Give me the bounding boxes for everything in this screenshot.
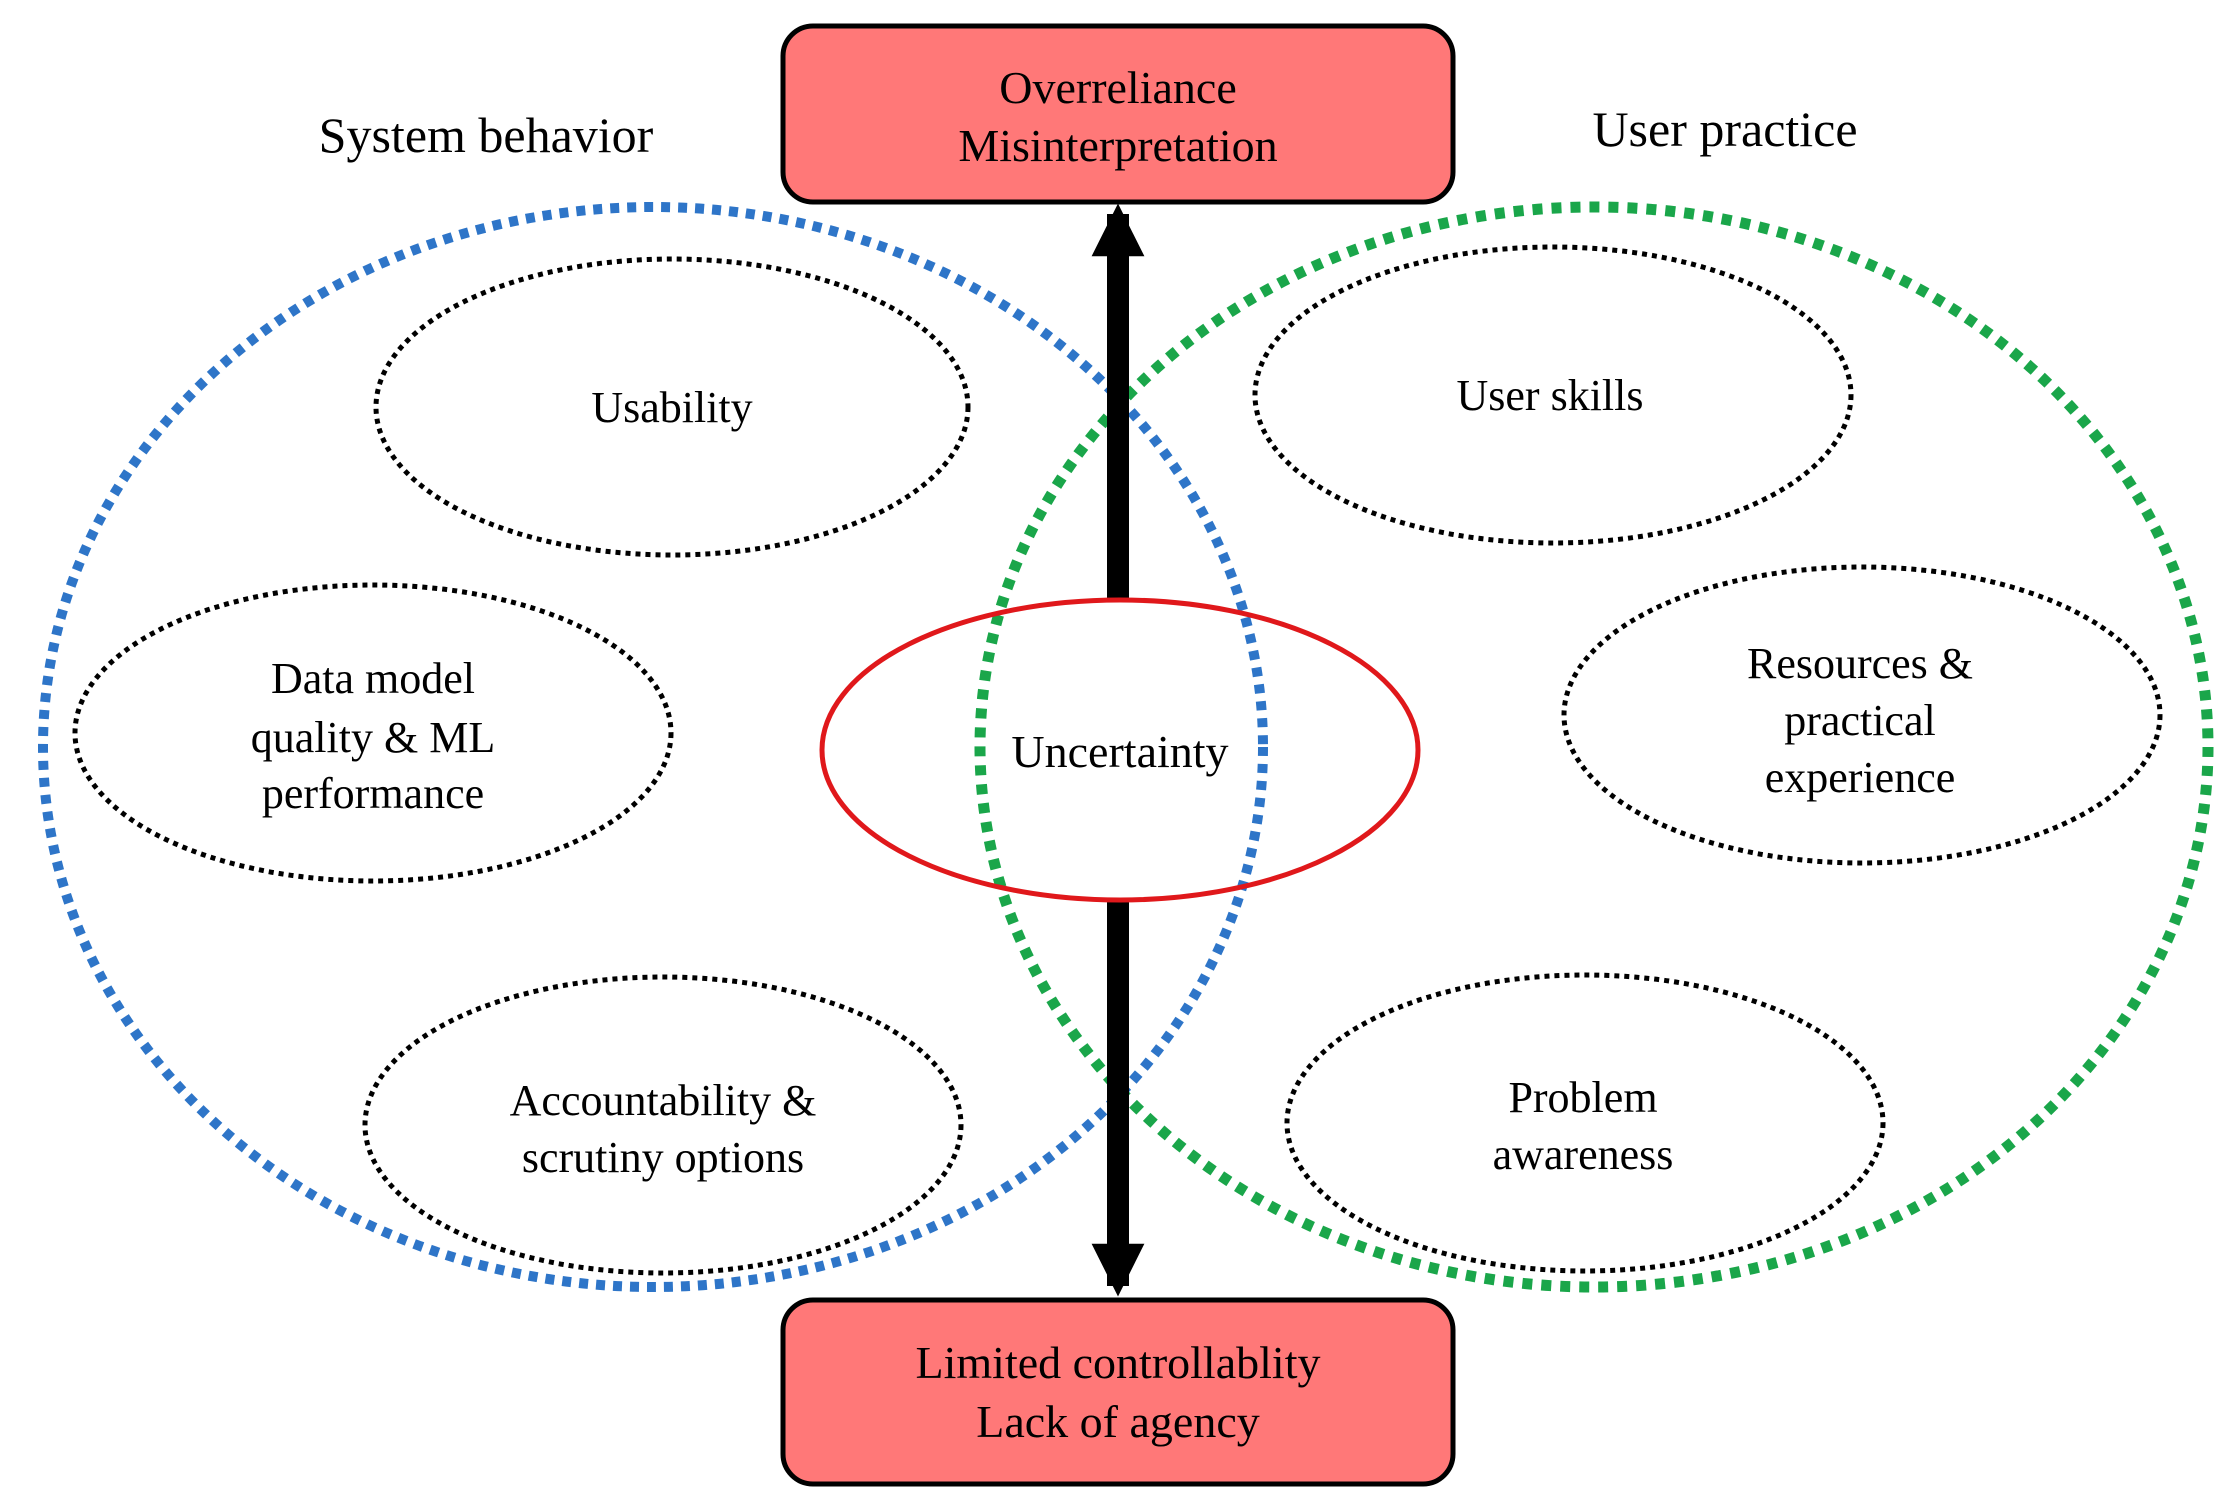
resources-factor: Resources & practical experience: [1561, 564, 2163, 866]
data-model-factor: Data model quality & ML performance: [72, 582, 674, 884]
limited-control-box-rect: [780, 1297, 1456, 1487]
problem-awareness-label-line2: awareness: [1493, 1130, 1674, 1179]
accountability-factor: Accountability & scrutiny options: [362, 974, 964, 1276]
uncertainty-node: Uncertainty: [819, 597, 1421, 903]
data-model-label-line2: quality & ML: [251, 713, 495, 762]
data-model-label-line1: Data model: [271, 654, 475, 703]
overreliance-box-rect: [780, 23, 1456, 205]
user-skills-ellipse: [1252, 244, 1854, 546]
lack-of-agency-label: Lack of agency: [976, 1396, 1260, 1447]
accountability-ellipse: [362, 974, 964, 1276]
usability-factor: Usability: [373, 256, 971, 558]
misinterpretation-label: Misinterpretation: [958, 120, 1277, 171]
user-practice-heading: User practice: [1592, 101, 1857, 157]
resources-label-line1: Resources &: [1747, 639, 1973, 688]
user-skills-factor: User skills: [1252, 244, 1854, 546]
problem-awareness-factor: Problem awareness: [1284, 972, 1886, 1274]
accountability-label-line2: scrutiny options: [522, 1133, 804, 1182]
uncertainty-ellipse: [819, 597, 1421, 903]
usability-ellipse: [373, 256, 971, 558]
problem-awareness-ellipse: [1284, 972, 1886, 1274]
usability-label: Usability: [591, 383, 752, 432]
accountability-label-line1: Accountability &: [510, 1076, 817, 1125]
data-model-label-line3: performance: [262, 769, 484, 818]
user-practice-group-ellipse: [974, 201, 2214, 1293]
resources-ellipse: [1561, 564, 2163, 866]
uncertainty-label: Uncertainty: [1011, 726, 1228, 777]
resources-label-line2: practical: [1784, 696, 1935, 745]
overreliance-box: Overreliance Misinterpretation: [780, 23, 1456, 205]
limited-control-box: Limited controllablity Lack of agency: [780, 1297, 1456, 1487]
user-skills-label: User skills: [1457, 371, 1644, 420]
problem-awareness-label-line1: Problem: [1508, 1073, 1657, 1122]
data-model-ellipse: [72, 582, 674, 884]
system-behavior-group-ellipse: [38, 202, 1268, 1292]
system-behavior-heading: System behavior: [319, 107, 654, 163]
limited-controllability-label: Limited controllablity: [916, 1337, 1321, 1388]
resources-label-line3: experience: [1765, 753, 1956, 802]
overreliance-label: Overreliance: [999, 62, 1237, 113]
